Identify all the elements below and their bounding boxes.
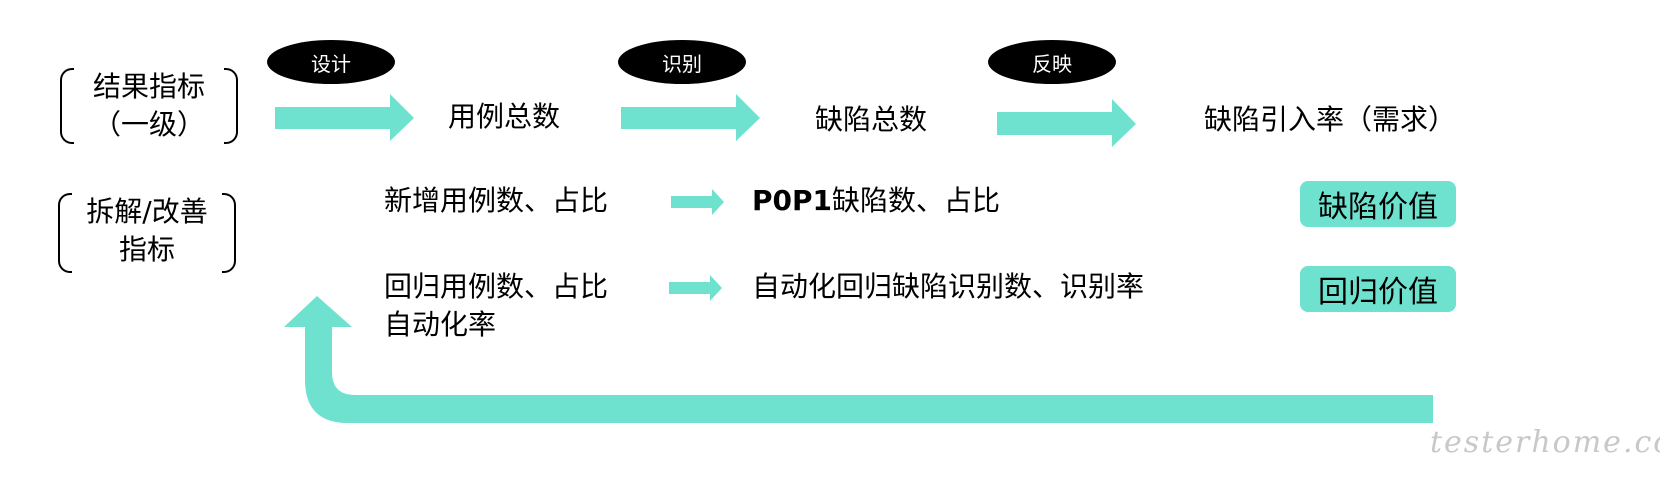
automation-rate-text: 自动化率 — [384, 308, 497, 341]
left-bracket — [60, 68, 74, 144]
breakdown-indicator-label: 拆解/改善 指标 — [58, 193, 236, 273]
result-label-line2: （一级） — [92, 108, 205, 141]
right-bracket — [224, 68, 238, 144]
regression-cases-text: 回归用例数、占比 — [384, 270, 609, 303]
flow-arrow-3 — [997, 99, 1136, 147]
new-cases-text: 新增用例数、占比 — [384, 184, 609, 217]
breakdown-label-line1: 拆解/改善 — [86, 195, 208, 228]
p0p1-defects-text: P0P1缺陷数、占比 — [752, 184, 1000, 218]
feedback-loop-arrow — [284, 296, 1433, 423]
defect-value-badge: 缺陷价值 — [1300, 181, 1456, 227]
total-cases-text: 用例总数 — [448, 100, 561, 133]
p0p1-rest: 缺陷数、占比 — [832, 184, 1001, 217]
defect-intro-rate-text: 缺陷引入率（需求） — [1204, 103, 1457, 136]
left-bracket — [58, 193, 72, 273]
breakdown-arrow-2 — [669, 275, 722, 301]
reflect-oval: 反映 — [988, 40, 1116, 84]
watermark: testerhome.com — [1430, 425, 1660, 460]
identify-oval: 识别 — [618, 40, 746, 84]
auto-regression-defects-text: 自动化回归缺陷识别数、识别率 — [752, 270, 1145, 303]
breakdown-label-line2: 指标 — [118, 233, 175, 266]
regression-value-badge: 回归价值 — [1300, 266, 1456, 312]
p0p1-label: P0P1 — [752, 184, 833, 217]
result-label-line1: 结果指标 — [92, 70, 205, 103]
flow-arrow-2 — [621, 94, 760, 141]
breakdown-arrow-1 — [671, 189, 724, 215]
right-bracket — [222, 193, 236, 273]
design-oval: 设计 — [267, 40, 395, 84]
result-indicator-label: 结果指标 （一级） — [60, 68, 238, 144]
flow-arrow-1 — [275, 94, 414, 141]
total-defects-text: 缺陷总数 — [815, 103, 928, 136]
